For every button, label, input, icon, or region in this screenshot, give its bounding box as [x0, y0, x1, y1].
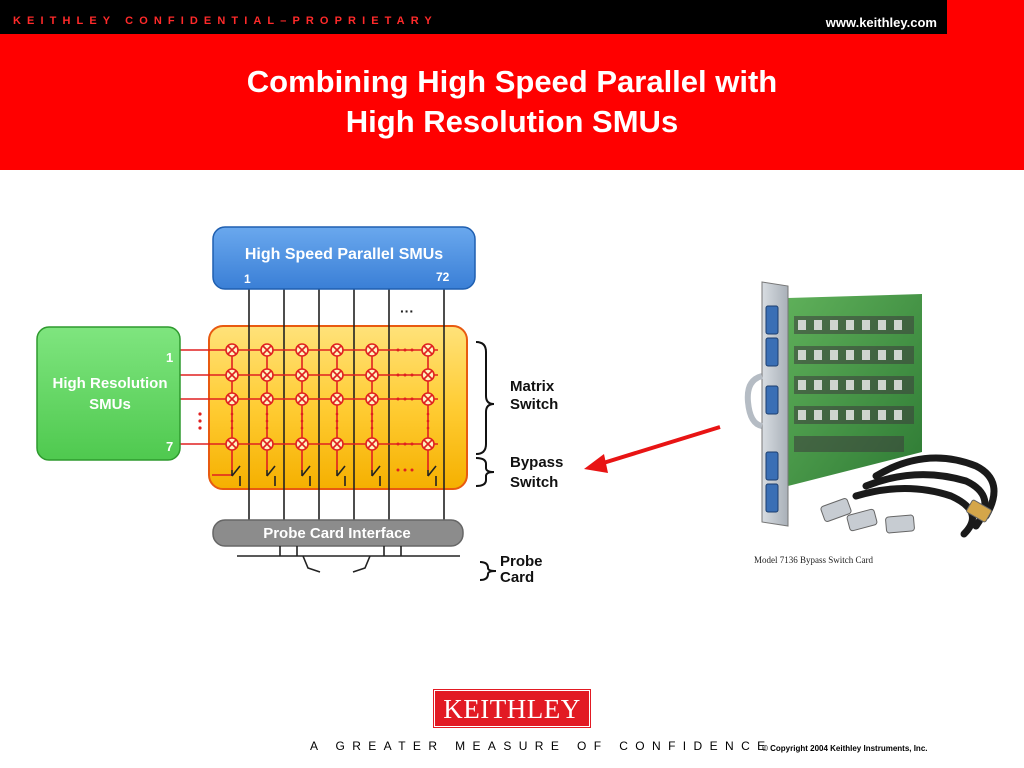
parallel-smu-lines [248, 288, 445, 520]
top-right-red-block [947, 0, 1024, 34]
probe-card-label-1: Probe [500, 553, 543, 570]
copyright: © Copyright 2004 Keithley Instruments, I… [762, 744, 928, 753]
hires-smu-rows [180, 349, 438, 445]
red-arrow [584, 425, 721, 473]
matrix-switch-box [208, 325, 468, 490]
parallel-smu-last: 72 [436, 270, 450, 284]
title-line-2: High Resolution SMUs [345, 104, 679, 139]
matrix-switch-label-2: Switch [510, 396, 558, 413]
title-line-1: Combining High Speed Parallel with [246, 64, 778, 99]
matrix-switch-label-1: Matrix [510, 378, 555, 395]
probe-card-interface-bar [212, 519, 464, 547]
hires-smu-first: 1 [166, 350, 173, 365]
parallel-smus-box [212, 226, 476, 290]
parallel-ellipsis: ··· [400, 303, 414, 319]
top-black-bar: KEITHLEY CONFIDENTIAL–PROPRIETARY www.ke… [0, 0, 947, 34]
slide-title: Combining High Speed Parallel with High … [0, 62, 1024, 142]
hires-smus-box [36, 326, 181, 461]
label-brackets [475, 341, 497, 581]
probe-card-label-2: Card [500, 569, 534, 586]
probe-card-pins [237, 546, 460, 573]
bypass-switch-label-2: Switch [510, 474, 558, 491]
hires-smus-line-1: High Resolution [53, 375, 168, 392]
probe-card-interface-label: Probe Card Interface [263, 525, 411, 542]
hires-smus-line-2: SMUs [89, 396, 131, 413]
title-band [0, 34, 1024, 170]
bypass-switches [231, 465, 437, 486]
photo-caption: Model 7136 Bypass Switch Card [754, 555, 873, 565]
confidential-label: KEITHLEY CONFIDENTIAL–PROPRIETARY [13, 15, 438, 27]
hires-smu-last: 7 [166, 439, 173, 454]
parallel-smus-label: High Speed Parallel SMUs [245, 246, 443, 263]
keithley-logo: KEITHLEY [433, 689, 591, 728]
tagline: A GREATER MEASURE OF CONFIDENCE [310, 739, 773, 753]
parallel-smu-first: 1 [244, 272, 251, 286]
bypass-switch-card-photo [744, 281, 998, 538]
bypass-switch-label-1: Bypass [510, 454, 563, 471]
website-url[interactable]: www.keithley.com [825, 15, 937, 30]
